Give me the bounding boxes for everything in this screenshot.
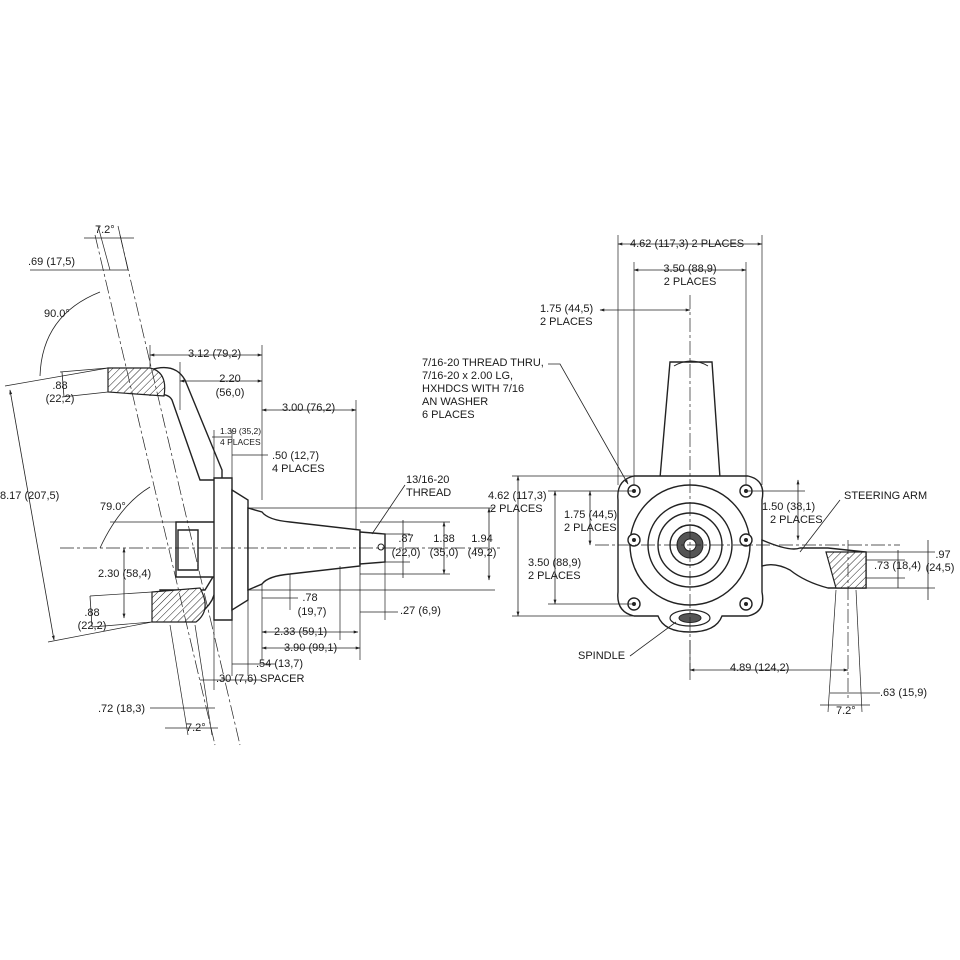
dim-462-left-places: 2 PLACES: [490, 503, 543, 515]
side-view: [4, 225, 500, 746]
dim-175-top-label: 1.75 (44,5): [540, 303, 594, 315]
dim-175-left-label: 1.75 (44,5): [564, 509, 618, 521]
dim-139-label: 1.39 (35,2): [220, 426, 262, 436]
dim-138-metric: (35,0): [429, 547, 459, 559]
dim-050-places: 4 PLACES: [272, 463, 325, 475]
dim-350-top-places: 2 PLACES: [663, 276, 717, 288]
dim-350-left-places: 2 PLACES: [528, 570, 581, 582]
dim-462-left-label: 4.62 (117,3): [488, 490, 547, 502]
dim-350-top-label: 3.50 (88,9): [663, 263, 717, 275]
lower-boss: [151, 587, 206, 623]
angle-bottom-label: 7.2°: [186, 722, 206, 734]
thread-label: 13/16-20: [406, 474, 450, 486]
dim-030-label: .30 (7,6) SPACER: [216, 673, 305, 685]
angle-79-label: 79.0°: [100, 501, 126, 513]
dim-194-label: 1.94: [471, 533, 493, 545]
dim-139-places: 4 PLACES: [220, 437, 261, 447]
dim-390-label: 3.90 (99,1): [284, 642, 338, 654]
angle-90-label: 90.0°: [44, 308, 70, 320]
dim-817-label: 8.17 (207,5): [0, 490, 60, 502]
dim-230-label: 2.30 (58,4): [98, 568, 152, 580]
cotter-hole: [377, 543, 385, 551]
dim-027-label: .27 (6,9): [400, 605, 441, 617]
dim-175-left-places: 2 PLACES: [564, 522, 617, 534]
dim-220-label: 2.20: [219, 373, 241, 385]
dim-078-metric: (19,7): [297, 606, 327, 618]
dim-054-label: .54 (13,7): [256, 658, 304, 670]
dim-489-label: 4.89 (124,2): [730, 662, 790, 674]
dim-300-label: 3.00 (76,2): [282, 402, 336, 414]
dim-050-label: .50 (12,7): [272, 450, 320, 462]
dim-150-label: 1.50 (38,1): [762, 501, 816, 513]
note-line-3: HXHDCS WITH 7/16: [422, 383, 525, 395]
dim-088-top-label: .88: [52, 380, 68, 392]
dim-087-metric: (22,0): [391, 547, 421, 559]
dim-088-bot-label: .88: [84, 607, 100, 619]
note-line-1: 7/16-20 THREAD THRU,: [422, 357, 544, 369]
upper-boss: [107, 367, 166, 397]
hub-block-slot: [177, 529, 199, 571]
note-line-4: AN WASHER: [422, 396, 489, 408]
dim-175-top-places: 2 PLACES: [540, 316, 593, 328]
dim-072-label: .72 (18,3): [98, 703, 146, 715]
dim-462-top-label: 4.62 (117,3) 2 PLACES: [630, 238, 745, 250]
steering-arm-label: STEERING ARM: [844, 490, 928, 502]
dim-088-bot-metric: (22,2): [77, 620, 107, 632]
dim-194-metric: (49,2): [467, 547, 497, 559]
angle-top-label: 7.2°: [95, 224, 115, 236]
note-line-2: 7/16-20 x 2.00 LG,: [422, 370, 514, 382]
dim-063-label: .63 (15,9): [880, 687, 928, 699]
dim-220-metric: (56,0): [215, 387, 245, 399]
thread-label-2: THREAD: [406, 487, 452, 499]
note-line-5: 6 PLACES: [422, 409, 475, 421]
dim-350-left-label: 3.50 (88,9): [528, 557, 582, 569]
angle-arm-label: 7.2°: [836, 705, 856, 717]
dim-097-label: .97: [935, 549, 951, 561]
dim-078-label: .78: [302, 592, 318, 604]
dim-069-label: .69 (17,5): [28, 256, 76, 268]
dim-233-label: 2.33 (59,1): [274, 626, 328, 638]
dim-087-label: .87: [398, 533, 414, 545]
front-view: [512, 235, 935, 713]
dim-088-top-metric: (22,2): [45, 393, 75, 405]
spindle-label: SPINDLE: [578, 650, 626, 662]
dim-150-places: 2 PLACES: [770, 514, 823, 526]
dim-073-label: .73 (18,4): [874, 560, 922, 572]
dim-097-metric: (24,5): [925, 562, 955, 574]
dim-138-label: 1.38: [433, 533, 455, 545]
dim-312-label: 3.12 (79,2): [188, 348, 242, 360]
